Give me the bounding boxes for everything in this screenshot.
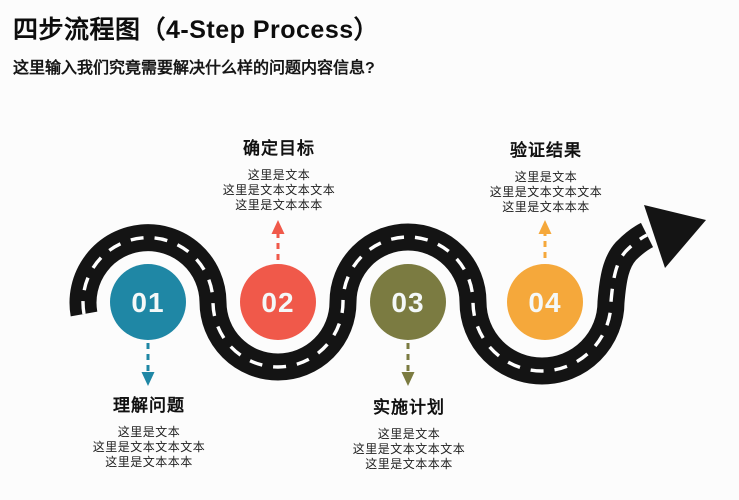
step-1-text-line: 这里是文本本本 [105, 455, 193, 469]
step-number: 02 [261, 287, 294, 318]
step-node-4: 04 [507, 264, 583, 340]
step-number: 01 [131, 287, 164, 318]
step-1-text-line: 这里是文本文本文本 [92, 440, 206, 454]
step-4-text-line: 这里是文本文本文本 [489, 185, 603, 199]
connector-step-2 [271, 220, 285, 260]
step-3-text-line: 这里是文本本本 [365, 457, 453, 471]
step-circle [110, 264, 186, 340]
connector-step-1 [141, 343, 155, 386]
step-node-2: 02 [240, 264, 316, 340]
step-3-text-line: 这里是文本文本文本 [352, 442, 466, 456]
step-2-label-block: 确定目标 这里是文本 这里是文本文本文本 这里是文本本本 [189, 134, 369, 213]
step-4-text-line: 这里是文本 [514, 170, 578, 184]
step-2-text-line: 这里是文本文本文本 [222, 183, 336, 197]
step-2-title: 确定目标 [243, 139, 315, 158]
step-2-text-line: 这里是文本本本 [235, 198, 323, 212]
arrow-up-icon [271, 220, 285, 234]
step-node-3: 03 [370, 264, 446, 340]
arrow-down-icon [401, 372, 415, 386]
step-1-label-block: 理解问题 这里是文本 这里是文本文本文本 这里是文本本本 [59, 391, 239, 470]
step-4-title: 验证结果 [510, 141, 582, 160]
arrow-down-icon [141, 372, 155, 386]
step-circle [370, 264, 446, 340]
step-3-label-block: 实施计划 这里是文本 这里是文本文本文本 这里是文本本本 [319, 393, 499, 472]
arrow-up-icon [538, 220, 552, 234]
connector-step-3 [401, 343, 415, 386]
connector-step-4 [538, 220, 552, 258]
step-circle [240, 264, 316, 340]
step-2-text-line: 这里是文本 [247, 168, 311, 182]
road-arrowhead-icon [644, 205, 706, 268]
step-number: 03 [391, 287, 424, 318]
page-subtitle: 这里输入我们究竟需要解决什么样的问题内容信息? [13, 60, 375, 77]
step-3-text-line: 这里是文本 [377, 427, 441, 441]
step-1-title: 理解问题 [113, 396, 185, 415]
step-4-label-block: 验证结果 这里是文本 这里是文本文本文本 这里是文本本本 [456, 136, 636, 215]
step-1-text-line: 这里是文本 [117, 425, 181, 439]
page-title: 四步流程图（4-Step Process） [13, 16, 380, 44]
step-3-title: 实施计划 [373, 398, 445, 417]
step-node-1: 01 [110, 264, 186, 340]
road-path [69, 222, 654, 385]
step-4-text-line: 这里是文本本本 [502, 200, 590, 214]
step-number: 04 [528, 287, 561, 318]
step-circle [507, 264, 583, 340]
